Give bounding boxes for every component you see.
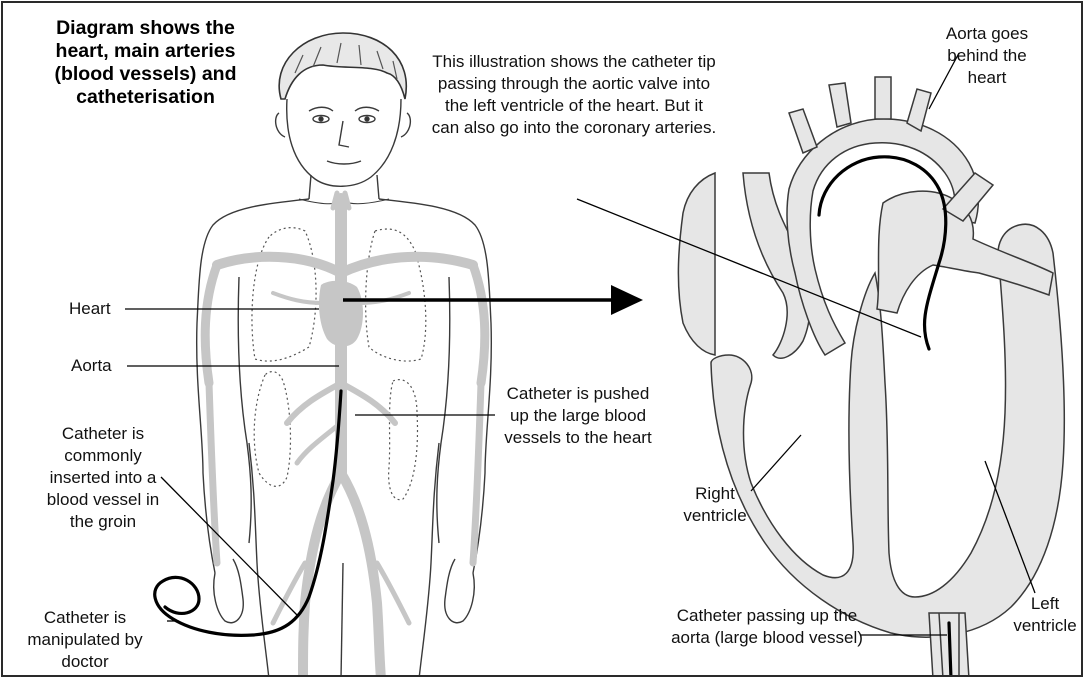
label-aorta-behind: Aorta goes behind the heart: [927, 23, 1047, 89]
label-aorta: Aorta: [71, 355, 112, 377]
heart-shape: [319, 281, 363, 347]
label-catheter-inserted: Catheter is commonly inserted into a blo…: [37, 423, 169, 533]
heart-detail: [678, 77, 1064, 677]
label-left-ventricle: Left ventricle: [1007, 593, 1083, 637]
catheter-line-body[interactable]: [155, 391, 341, 635]
diagram-title: Diagram shows the heart, main arteries (…: [43, 17, 248, 109]
label-right-ventricle: Right ventricle: [667, 483, 763, 527]
label-illustration-note: This illustration shows the catheter tip…: [429, 51, 719, 139]
pointer-arrow: [343, 285, 643, 315]
label-catheter-aorta: Catheter passing up the aorta (large blo…: [667, 605, 867, 649]
label-heart: Heart: [69, 298, 111, 320]
label-catheter-manipulated: Catheter is manipulated by doctor: [15, 607, 155, 673]
label-catheter-pushed: Catheter is pushed up the large blood ve…: [503, 383, 653, 449]
